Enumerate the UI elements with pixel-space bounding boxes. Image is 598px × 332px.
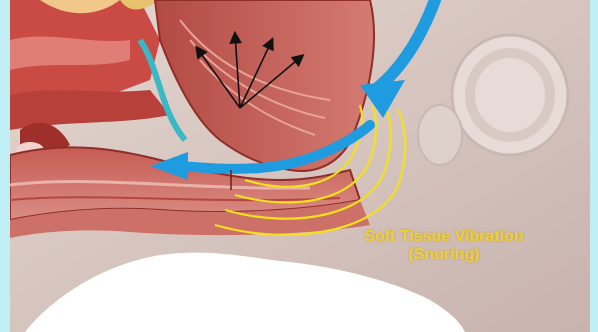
snoring-anatomy-illustration <box>10 0 590 332</box>
caption-line-1: Soft Tissue Vibration <box>336 228 552 246</box>
caption-line-2: (Snoring) <box>336 246 552 264</box>
snoring-caption: Soft Tissue Vibration (Snoring) <box>336 228 552 264</box>
